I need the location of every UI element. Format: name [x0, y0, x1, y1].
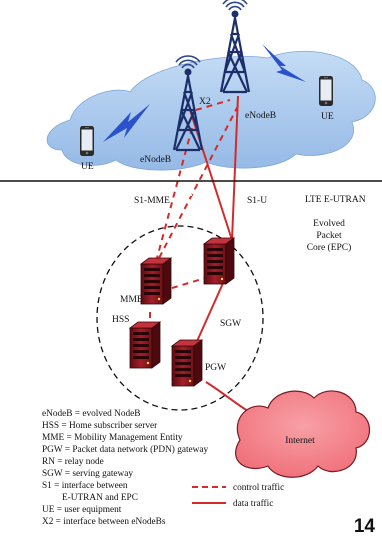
label-internet: Internet	[285, 436, 315, 446]
eutran-cloud-shape	[46, 50, 376, 171]
ue-left-phone	[80, 126, 94, 156]
lightning-icon	[103, 104, 150, 142]
label-lte-eutran: LTE E-UTRAN	[305, 195, 366, 205]
abbreviation-sgw: SGW = serving gateway	[42, 469, 133, 479]
smartphone-icon	[319, 76, 333, 106]
sgw-server	[203, 237, 235, 285]
label-enodeb-right: eNodeB	[245, 111, 276, 121]
abbreviation-pgw: PGW = Packet data network (PDN) gateway	[42, 444, 209, 455]
lightning-icon	[262, 44, 306, 82]
label-hss: HSS	[112, 315, 129, 325]
abbreviation-s1-cont: E-UTRAN and EPC	[62, 493, 138, 503]
abbreviation-ue: UE = user equipment	[42, 505, 122, 515]
mme-server	[140, 257, 172, 305]
ue-right-phone	[319, 76, 333, 106]
server-icon	[140, 257, 172, 305]
label-x2: X2	[199, 97, 211, 107]
legend-data-label: data traffic	[233, 498, 273, 509]
label-enodeb-left: eNodeB	[140, 155, 171, 165]
label-epc-line3: Core (EPC)	[307, 242, 352, 253]
page-number: 14	[354, 516, 376, 537]
abbreviation-mme: MME = Mobility Management Entity	[42, 433, 183, 443]
label-ue-right: UE	[321, 112, 334, 122]
abbreviation-x2: X2 = interface between eNodeBs	[42, 516, 166, 527]
hss-server	[129, 321, 161, 369]
server-icon	[171, 339, 203, 387]
server-icon	[203, 237, 235, 285]
smartphone-icon	[80, 126, 94, 156]
label-epc-line1: Evolved	[313, 219, 345, 229]
epc-boundary	[96, 225, 264, 411]
abbreviation-rn: RN = relay node	[42, 457, 104, 467]
label-s1-mme: S1-MME	[134, 196, 170, 206]
legend-control-label: control traffic	[233, 482, 284, 493]
label-pgw: PGW	[205, 363, 226, 373]
label-epc-line2: Packet	[316, 231, 342, 241]
label-ue-left: UE	[81, 162, 94, 172]
interface-label-bg	[190, 194, 192, 196]
pgw-server	[171, 339, 203, 387]
label-mme: MME	[120, 295, 143, 305]
label-sgw: SGW	[220, 319, 241, 329]
abbreviation-s1: S1 = interface between	[42, 480, 128, 491]
server-icon	[129, 321, 161, 369]
data-traffic-links	[189, 95, 257, 417]
cloud-icon	[234, 390, 370, 478]
abbreviation-enodeb: eNodeB = evolved NodeB	[42, 409, 140, 419]
label-s1-u: S1-U	[247, 196, 267, 206]
abbreviation-hss: HSS = Home subscriber server	[42, 421, 158, 431]
